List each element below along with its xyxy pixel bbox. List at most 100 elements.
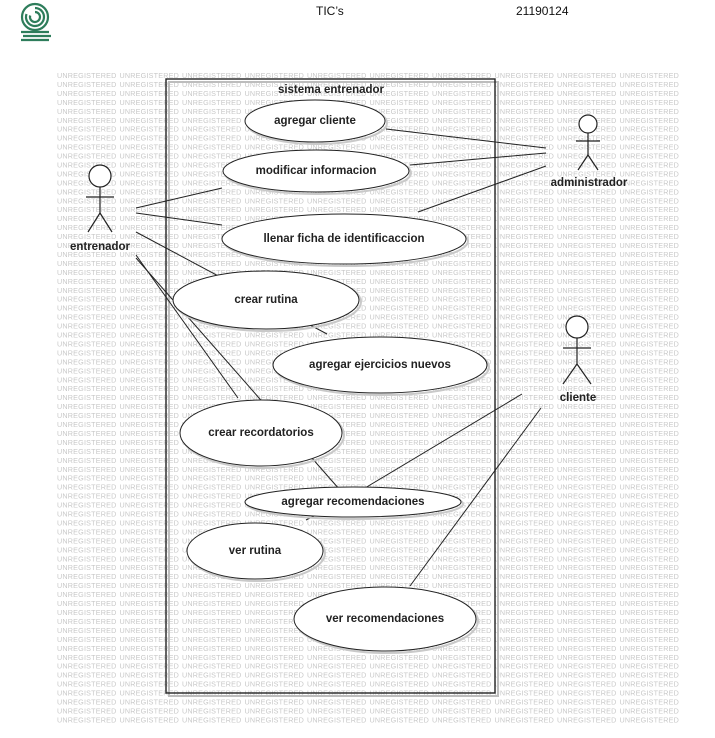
watermark-text: UNREGISTERED (495, 205, 555, 214)
watermark-text: UNREGISTERED (370, 286, 430, 295)
watermark-text: UNREGISTERED (307, 474, 367, 483)
watermark-text: UNREGISTERED (432, 268, 492, 277)
watermark-text: UNREGISTERED (495, 196, 555, 205)
watermark-text: UNREGISTERED (495, 465, 555, 474)
use-case-label: modificar informacion (256, 165, 377, 177)
watermark-text: UNREGISTERED (307, 671, 367, 680)
watermark-text: UNREGISTERED (370, 715, 430, 724)
watermark-text: UNREGISTERED (432, 89, 492, 98)
watermark-text: UNREGISTERED (120, 89, 180, 98)
association-line (409, 407, 542, 587)
watermark-text: UNREGISTERED (557, 80, 617, 89)
watermark-text: UNREGISTERED (370, 98, 430, 107)
watermark-text: UNREGISTERED (307, 581, 367, 590)
watermark-text: UNREGISTERED (182, 250, 242, 259)
watermark-text: UNREGISTERED (620, 626, 680, 635)
watermark-text: UNREGISTERED (307, 402, 367, 411)
watermark-text: UNREGISTERED (620, 375, 680, 384)
watermark-text: UNREGISTERED (57, 644, 117, 653)
watermark-text: UNREGISTERED (57, 581, 117, 590)
actor-entrenador-label: entrenador (70, 241, 131, 253)
watermark-text: UNREGISTERED (182, 71, 242, 80)
use-case-agregar-ejercicios[interactable]: agregar ejercicios nuevos (272, 336, 490, 396)
use-case-llenar-ficha[interactable]: llenar ficha de identificaccion (221, 213, 469, 267)
watermark-text: UNREGISTERED (245, 662, 305, 671)
watermark-text: UNREGISTERED (620, 196, 680, 205)
watermark-text: UNREGISTERED (120, 143, 180, 152)
actor-administrador-icon[interactable] (576, 114, 600, 171)
actor-cliente-label: cliente (560, 392, 596, 404)
watermark-text: UNREGISTERED (495, 125, 555, 134)
watermark-text: UNREGISTERED (182, 143, 242, 152)
watermark-text: UNREGISTERED (307, 698, 367, 707)
watermark-text: UNREGISTERED (120, 671, 180, 680)
watermark-text: UNREGISTERED (307, 653, 367, 662)
watermark-text: UNREGISTERED (557, 447, 617, 456)
watermark-text: UNREGISTERED (620, 438, 680, 447)
watermark-text: UNREGISTERED (557, 340, 617, 349)
watermark-text: UNREGISTERED (557, 635, 617, 644)
watermark-text: UNREGISTERED (495, 456, 555, 465)
watermark-text: UNREGISTERED (120, 241, 180, 250)
system-title: sistema entrenador (278, 84, 385, 96)
actor-entrenador-icon[interactable] (86, 164, 114, 233)
watermark-text: UNREGISTERED (120, 590, 180, 599)
watermark-text: UNREGISTERED (620, 465, 680, 474)
watermark-text: UNREGISTERED (120, 152, 180, 161)
use-case-agregar-cliente[interactable]: agregar cliente (244, 99, 388, 145)
watermark-text: UNREGISTERED (432, 483, 492, 492)
watermark-text: UNREGISTERED (307, 572, 367, 581)
watermark-text: UNREGISTERED (495, 617, 555, 626)
watermark-text: UNREGISTERED (557, 89, 617, 98)
watermark-text: UNREGISTERED (620, 214, 680, 223)
watermark-text: UNREGISTERED (120, 608, 180, 617)
watermark-text: UNREGISTERED (370, 707, 430, 716)
watermark-text: UNREGISTERED (557, 98, 617, 107)
watermark-text: UNREGISTERED (432, 223, 492, 232)
watermark-text: UNREGISTERED (557, 492, 617, 501)
header-student-id: 21190124 (516, 4, 569, 18)
use-case-label: agregar cliente (274, 115, 356, 127)
watermark-text: UNREGISTERED (57, 223, 117, 232)
watermark-text: UNREGISTERED (620, 169, 680, 178)
watermark-text: UNREGISTERED (120, 519, 180, 528)
watermark-text: UNREGISTERED (57, 357, 117, 366)
watermark-text: UNREGISTERED (432, 501, 492, 510)
use-case-ver-recomendaciones[interactable]: ver recomendaciones (293, 586, 479, 654)
watermark-text: UNREGISTERED (182, 474, 242, 483)
watermark-text: UNREGISTERED (57, 134, 117, 143)
watermark-text: UNREGISTERED (245, 98, 305, 107)
use-case-ver-rutina[interactable]: ver rutina (186, 522, 326, 582)
use-case-crear-rutina[interactable]: crear rutina (172, 270, 362, 332)
watermark-text: UNREGISTERED (120, 680, 180, 689)
watermark-text: UNREGISTERED (495, 357, 555, 366)
watermark-text: UNREGISTERED (57, 563, 117, 572)
watermark-text: UNREGISTERED (57, 420, 117, 429)
watermark-text: UNREGISTERED (182, 707, 242, 716)
use-case-agregar-recomendaciones[interactable]: agregar recomendaciones (244, 486, 464, 520)
watermark-text: UNREGISTERED (57, 286, 117, 295)
watermark-text: UNREGISTERED (307, 554, 367, 563)
watermark-text: UNREGISTERED (620, 689, 680, 698)
watermark-text: UNREGISTERED (120, 250, 180, 259)
watermark-text: UNREGISTERED (557, 527, 617, 536)
watermark-text: UNREGISTERED (57, 501, 117, 510)
watermark-text: UNREGISTERED (57, 474, 117, 483)
watermark-text: UNREGISTERED (57, 599, 117, 608)
watermark-text: UNREGISTERED (620, 447, 680, 456)
watermark-text: UNREGISTERED (557, 572, 617, 581)
actor-cliente-icon[interactable] (562, 315, 592, 385)
watermark-text: UNREGISTERED (620, 671, 680, 680)
watermark-text: UNREGISTERED (495, 420, 555, 429)
watermark-text: UNREGISTERED (307, 143, 367, 152)
use-case-modificar-informacion[interactable]: modificar informacion (222, 149, 412, 195)
watermark-text: UNREGISTERED (370, 572, 430, 581)
watermark-text: UNREGISTERED (495, 89, 555, 98)
watermark-text: UNREGISTERED (495, 599, 555, 608)
watermark-text: UNREGISTERED (120, 134, 180, 143)
watermark-text: UNREGISTERED (182, 644, 242, 653)
use-case-crear-recordatorios[interactable]: crear recordatorios (179, 399, 345, 469)
watermark-text: UNREGISTERED (245, 384, 305, 393)
watermark-text: UNREGISTERED (495, 510, 555, 519)
watermark-text: UNREGISTERED (495, 134, 555, 143)
